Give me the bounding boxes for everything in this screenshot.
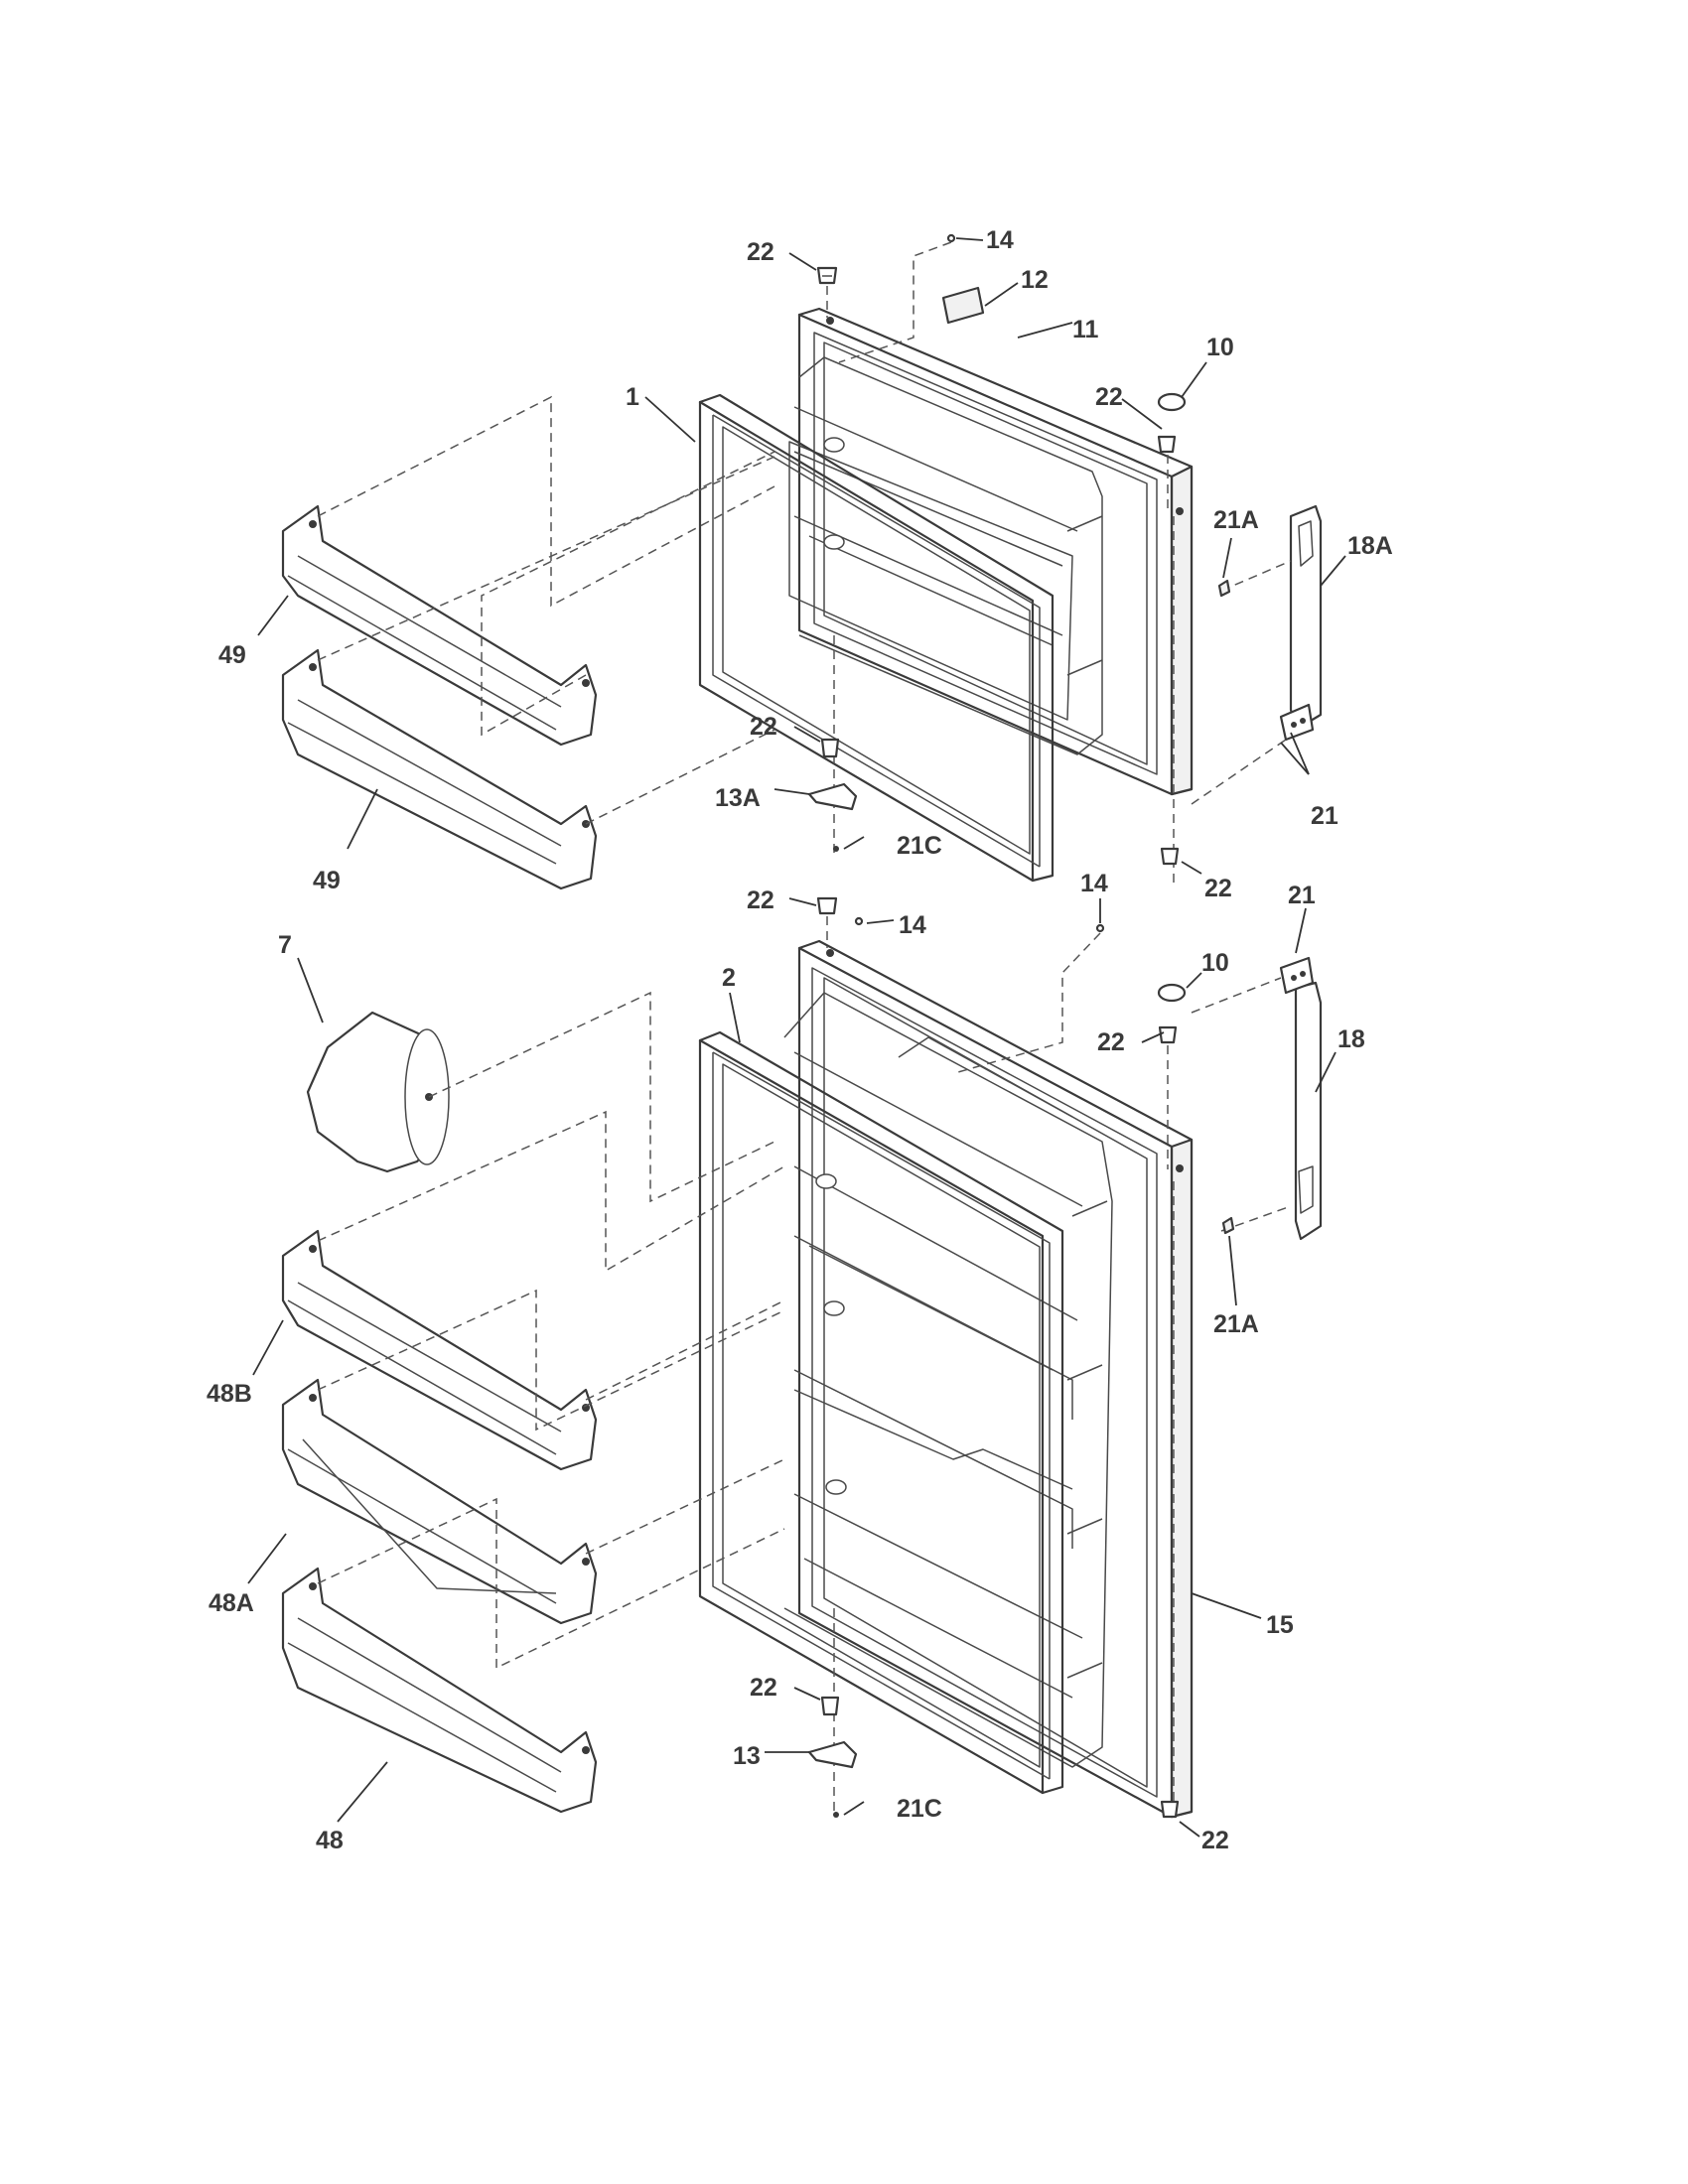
callout-48a: 48A bbox=[209, 1589, 254, 1617]
cap-10-ff bbox=[1157, 983, 1187, 1003]
screw-22-ff-right bbox=[1158, 1025, 1178, 1044]
plug-14-top bbox=[946, 233, 956, 243]
callout-15: 15 bbox=[1266, 1611, 1294, 1639]
hinge-13 bbox=[807, 1740, 858, 1769]
callout-48: 48 bbox=[316, 1827, 344, 1854]
callout-14-ff-right: 14 bbox=[1080, 870, 1108, 897]
fresh-food-door-panel bbox=[783, 939, 1194, 1819]
screw-22-ff-top bbox=[816, 896, 838, 915]
freezer-door-panel bbox=[788, 307, 1194, 796]
callout-22-ff-top: 22 bbox=[747, 887, 774, 914]
hinge-13a bbox=[807, 782, 858, 811]
screw-22-top bbox=[816, 266, 838, 285]
screw-22-ff-lowright bbox=[1160, 1800, 1180, 1819]
callout-11: 11 bbox=[1072, 316, 1099, 343]
freezer-handle bbox=[1279, 504, 1323, 742]
door-shelf-49-upper bbox=[281, 504, 598, 747]
callout-21a-top: 21A bbox=[1213, 506, 1259, 534]
plug-14-ff-left bbox=[854, 916, 864, 926]
hardware-screws bbox=[807, 233, 1235, 1819]
callout-49-upper: 49 bbox=[218, 641, 246, 669]
label-12 bbox=[941, 286, 985, 325]
callout-7: 7 bbox=[278, 931, 292, 959]
callout-21-top: 21 bbox=[1311, 802, 1338, 830]
callout-22-fz-lowright: 22 bbox=[1204, 875, 1232, 902]
callout-22-top: 22 bbox=[747, 238, 774, 266]
leader-lines bbox=[247, 237, 1346, 1838]
callout-22-fz-bottom: 22 bbox=[750, 713, 777, 741]
callout-1: 1 bbox=[626, 383, 639, 411]
callout-21a-ff: 21A bbox=[1213, 1310, 1259, 1338]
plug-21a-ff bbox=[1221, 1216, 1235, 1235]
callout-49-lower: 49 bbox=[313, 867, 341, 894]
callout-12: 12 bbox=[1021, 266, 1049, 294]
screw-22-fz-right bbox=[1157, 435, 1177, 454]
callout-22-ff-right: 22 bbox=[1097, 1028, 1125, 1056]
callout-48b: 48B bbox=[207, 1380, 252, 1408]
callout-14-ff-left: 14 bbox=[899, 911, 926, 939]
screw-22-fz-lowright bbox=[1160, 847, 1180, 866]
door-shelf-49-lower bbox=[281, 648, 598, 890]
callout-21c-ff: 21C bbox=[897, 1795, 942, 1823]
screw-22-ff-bottom bbox=[820, 1696, 840, 1716]
callout-18: 18 bbox=[1337, 1025, 1365, 1053]
callout-18a: 18A bbox=[1347, 532, 1393, 560]
door-shelf-48b bbox=[281, 1229, 598, 1471]
callout-21c-top: 21C bbox=[897, 832, 942, 860]
callout-21-ff: 21 bbox=[1288, 882, 1316, 909]
callout-10-ff: 10 bbox=[1201, 949, 1229, 977]
callout-14-top: 14 bbox=[986, 226, 1014, 254]
freezer-door-assembly bbox=[698, 307, 1194, 888]
freezer-door-gasket bbox=[698, 393, 1055, 883]
plug-21a-top bbox=[1217, 579, 1231, 598]
callout-22-ff-lowright: 22 bbox=[1201, 1827, 1229, 1854]
screw-22-fz-bottom bbox=[820, 738, 840, 758]
fresh-food-handle bbox=[1279, 956, 1323, 1241]
shelf-mount-guides bbox=[317, 395, 785, 1670]
fresh-food-door-assembly bbox=[698, 939, 1194, 1822]
callout-10-top: 10 bbox=[1206, 334, 1234, 361]
fresh-food-door-gasket bbox=[698, 1030, 1064, 1795]
callout-13a: 13A bbox=[715, 784, 761, 812]
callout-22-fz-right: 22 bbox=[1095, 383, 1123, 411]
dairy-door-cover bbox=[306, 991, 775, 1203]
callout-labels: 14 22 12 11 10 1 22 21A 18A 49 22 13A 21… bbox=[207, 226, 1393, 1854]
plug-14-ff-right bbox=[1095, 923, 1105, 933]
callout-22-ff-bottom: 22 bbox=[750, 1674, 777, 1702]
cap-10-top bbox=[1157, 392, 1187, 412]
callout-13: 13 bbox=[733, 1742, 761, 1770]
door-shelf-48 bbox=[281, 1567, 598, 1814]
door-shelf-48a bbox=[281, 1378, 598, 1625]
callout-2: 2 bbox=[722, 964, 736, 992]
